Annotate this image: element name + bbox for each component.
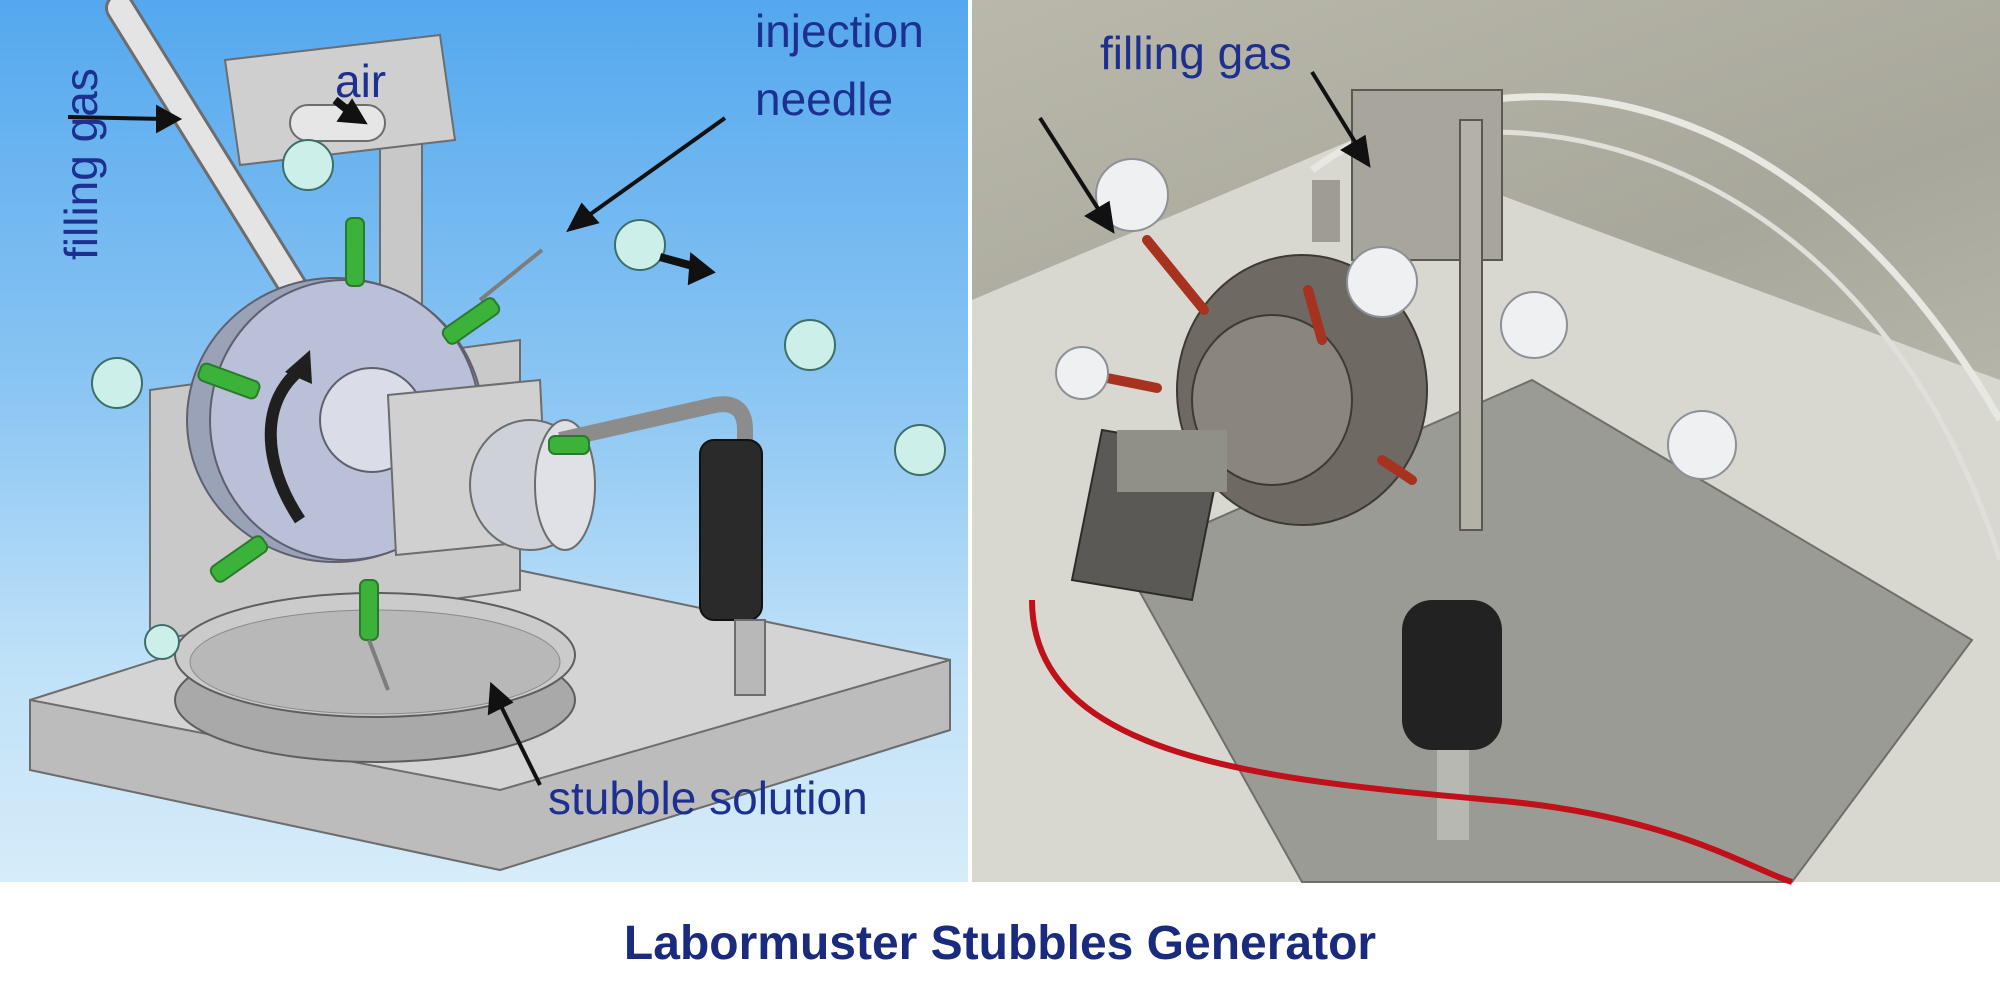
bubbles xyxy=(91,139,946,660)
stubble-solution-arrowhead xyxy=(487,681,514,716)
photo-needle-arrow xyxy=(1038,116,1106,220)
air-inlet xyxy=(289,104,386,142)
photo-needle-1 xyxy=(1142,235,1209,315)
injection-needle-label-line2: needle xyxy=(755,73,894,125)
photo-motor-bracket xyxy=(1117,430,1227,492)
device-photo-panel: filling gas xyxy=(972,0,2000,885)
photo-post xyxy=(1459,119,1483,531)
rotation-arrow xyxy=(264,365,305,524)
injection-needle-tip xyxy=(478,248,544,302)
filling-gas-arrowhead xyxy=(156,104,183,134)
needle-bottom xyxy=(359,579,379,641)
reservoir-stem xyxy=(734,619,766,696)
rotation-arrowhead xyxy=(285,350,312,384)
device-photo xyxy=(972,70,2000,885)
bubble-2 xyxy=(614,219,666,271)
needle-upper-right xyxy=(441,297,501,345)
filling-gas-label-left-text: filling gas xyxy=(55,68,107,260)
photo-bubble-1 xyxy=(1095,158,1169,232)
needle-bottom-tip xyxy=(367,639,390,691)
needle-lower-left xyxy=(209,535,269,583)
bubble-3 xyxy=(784,319,836,371)
air-arrowhead xyxy=(336,98,368,125)
bubble-4 xyxy=(894,424,946,476)
callout-arrows xyxy=(67,96,727,786)
injection-needle-label-line1: injection xyxy=(755,5,924,57)
photo-filling-gas-arrow xyxy=(1310,70,1362,152)
base-plate-edge xyxy=(29,658,951,872)
filling-gas-label-right: filling gas xyxy=(1100,27,1292,79)
photo-bubble-5 xyxy=(1667,410,1737,480)
stubble-solution-arrow xyxy=(496,699,542,786)
bubble-motion-arrowhead xyxy=(687,252,716,286)
filling-gas-tube xyxy=(108,0,307,302)
solution-reservoir xyxy=(699,439,763,621)
cad-drawing-panel: filling gas air injection needle stubble… xyxy=(0,0,968,882)
stubble-solution-label: stubble solution xyxy=(548,772,868,824)
photo-needle-3 xyxy=(1303,285,1327,345)
filling-gas-label-left: filling gas xyxy=(10,30,107,270)
photo-reservoir xyxy=(1402,600,1502,750)
figure-caption: Labormuster Stubbles Generator xyxy=(623,917,1377,970)
photo-needle-arrowhead xyxy=(1084,200,1115,234)
photo-needles xyxy=(1102,235,1417,485)
bubble-5 xyxy=(91,357,143,409)
photo-bubble-4 xyxy=(1500,291,1568,359)
photo-inlet xyxy=(1312,180,1340,242)
photo-callout-arrows xyxy=(1038,70,1371,234)
bubble-6 xyxy=(144,624,180,660)
photo-filling-gas-arrowhead xyxy=(1340,134,1371,168)
needle-left xyxy=(197,362,261,400)
cad-drawing xyxy=(29,0,951,872)
photo-hub xyxy=(1191,314,1353,486)
injection-needle-arrowhead xyxy=(566,202,600,233)
photo-bubble-2 xyxy=(1055,346,1109,400)
photo-needle-4 xyxy=(1377,455,1417,485)
needle-right xyxy=(548,435,590,455)
needles xyxy=(197,217,590,641)
injection-needle-arrow xyxy=(583,116,727,220)
bubble-1 xyxy=(282,139,334,191)
red-cable xyxy=(1029,599,1793,885)
gas-pipe xyxy=(558,396,753,460)
filling-gas-arrow xyxy=(67,115,167,121)
air-label: air xyxy=(335,55,387,107)
photo-needle-2 xyxy=(1102,373,1162,393)
photo-bubble-3 xyxy=(1346,246,1418,318)
photo-bubbles xyxy=(1055,158,1737,480)
needle-top xyxy=(345,217,365,287)
